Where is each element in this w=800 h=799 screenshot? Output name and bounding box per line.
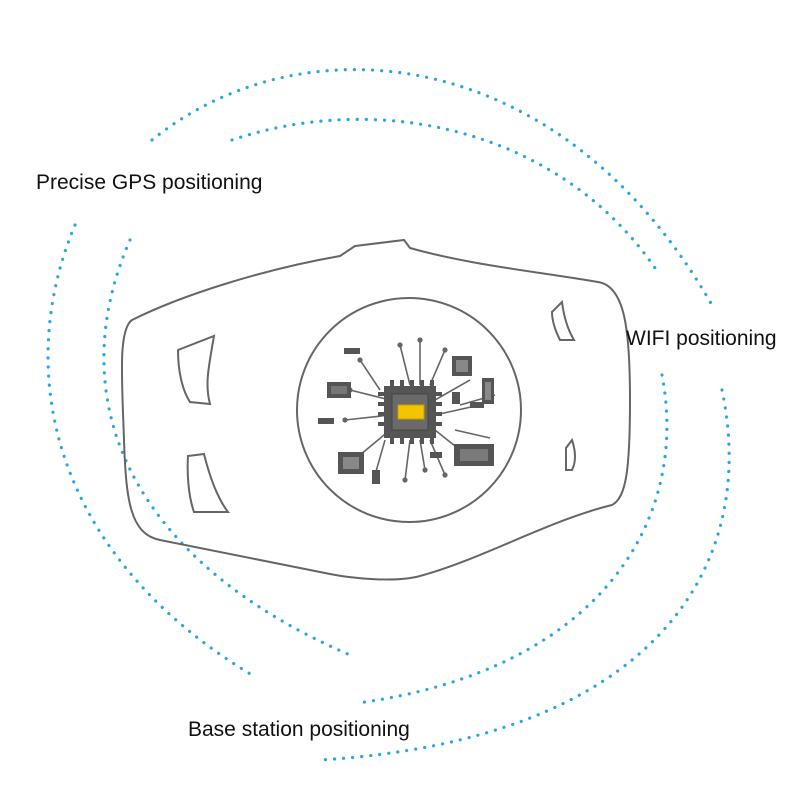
chip-bottom-left [338,452,364,474]
signal-arc-inner-right [356,373,669,705]
chip-top-right [452,356,472,376]
slot-left-bottom [186,452,231,513]
signal-arc-inner [230,117,657,270]
gps-positioning-label: Precise GPS positioning [36,171,263,194]
signal-arc-outer-right [318,388,731,762]
slot-right-top [550,299,576,341]
chip-right [482,378,494,404]
slot-left-top [176,334,216,406]
wifi-positioning-label: WIFI positioning [626,327,777,350]
chip-left [327,382,351,398]
central-processor-chip [378,380,442,444]
base-station-positioning-label: Base station positioning [188,718,410,741]
signal-arc-outer [150,68,714,307]
signal-arc-outer-left [46,223,254,677]
chip-bottom-right [454,444,494,466]
slot-right-bottom [565,437,576,471]
signal-arc-inner-left [102,238,352,657]
tracker-device-outline [120,238,632,581]
circuit-board-icon [296,297,522,523]
